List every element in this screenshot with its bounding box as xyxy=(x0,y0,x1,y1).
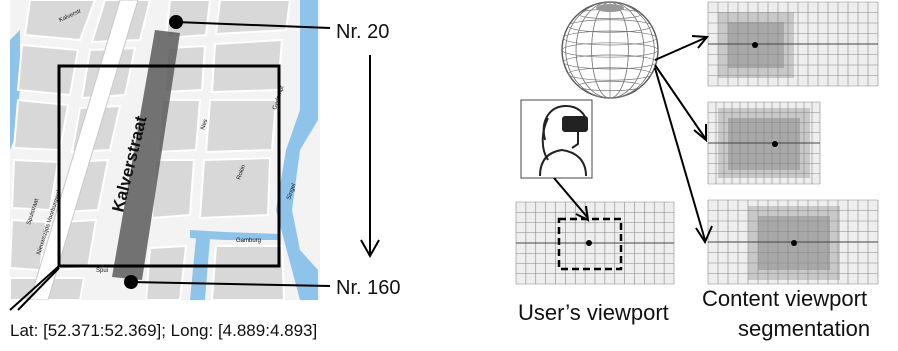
user-viewport-selection xyxy=(557,217,623,271)
canal-right xyxy=(276,0,318,300)
coords-leader-line xyxy=(9,265,60,311)
coords-leader-line-2 xyxy=(17,267,60,311)
start-leader-line xyxy=(175,21,331,29)
canal-bottom xyxy=(190,230,280,240)
user-viewport-grid xyxy=(515,201,675,285)
coords-caption: Lat: [52.371:52.369]; Long: [4.889:4.893… xyxy=(10,321,317,340)
street-label: Rokin xyxy=(236,164,247,180)
highlighted-street xyxy=(112,30,180,280)
end-leader-line xyxy=(130,281,331,287)
user-viewport-label: User’s viewport xyxy=(518,300,669,325)
vr-user-icon xyxy=(520,99,593,179)
sphere-parallel xyxy=(568,19,652,33)
start-label: Nr. 20 xyxy=(336,21,389,43)
street-label: Gamburg xyxy=(236,238,261,244)
user-to-viewport-arrow xyxy=(553,177,590,222)
area-bounding-box xyxy=(57,64,281,268)
sphere-parallel xyxy=(568,67,652,81)
street-label: Singel xyxy=(286,183,297,201)
segmentation-grid-2 xyxy=(707,101,821,185)
sphere-pole xyxy=(596,4,624,12)
canal-left xyxy=(10,30,20,150)
street-label: Nes xyxy=(200,119,209,131)
sphere-to-grids-arrows xyxy=(654,35,713,245)
grid-center-dot xyxy=(772,141,778,147)
sphere-parallel xyxy=(563,54,657,70)
city-blocks xyxy=(10,0,292,300)
sphere-meridian xyxy=(565,1,655,99)
end-label: Nr. 160 xyxy=(336,277,400,299)
segmentation-grid-3 xyxy=(707,199,879,285)
sphere-parallel xyxy=(577,80,643,92)
map-panel: Kalverstr Rokin Spuistraat Nieuwezijds V… xyxy=(9,0,331,311)
sphere-parallel xyxy=(561,42,659,58)
segmentation-grid-1 xyxy=(707,1,879,87)
sphere-parallel xyxy=(563,30,657,46)
content-segmentation-label-1: Content viewport xyxy=(702,286,867,311)
grid-center-dot xyxy=(752,42,758,48)
direction-arrow xyxy=(360,55,380,259)
content-segmentation-label-2: segmentation xyxy=(738,316,870,341)
street-label: Spui xyxy=(96,268,108,274)
sphere-360-icon xyxy=(561,1,659,99)
user-viewport-center xyxy=(586,240,592,246)
canal-bottom-2 xyxy=(190,238,210,300)
grid-center-dot xyxy=(791,240,797,246)
